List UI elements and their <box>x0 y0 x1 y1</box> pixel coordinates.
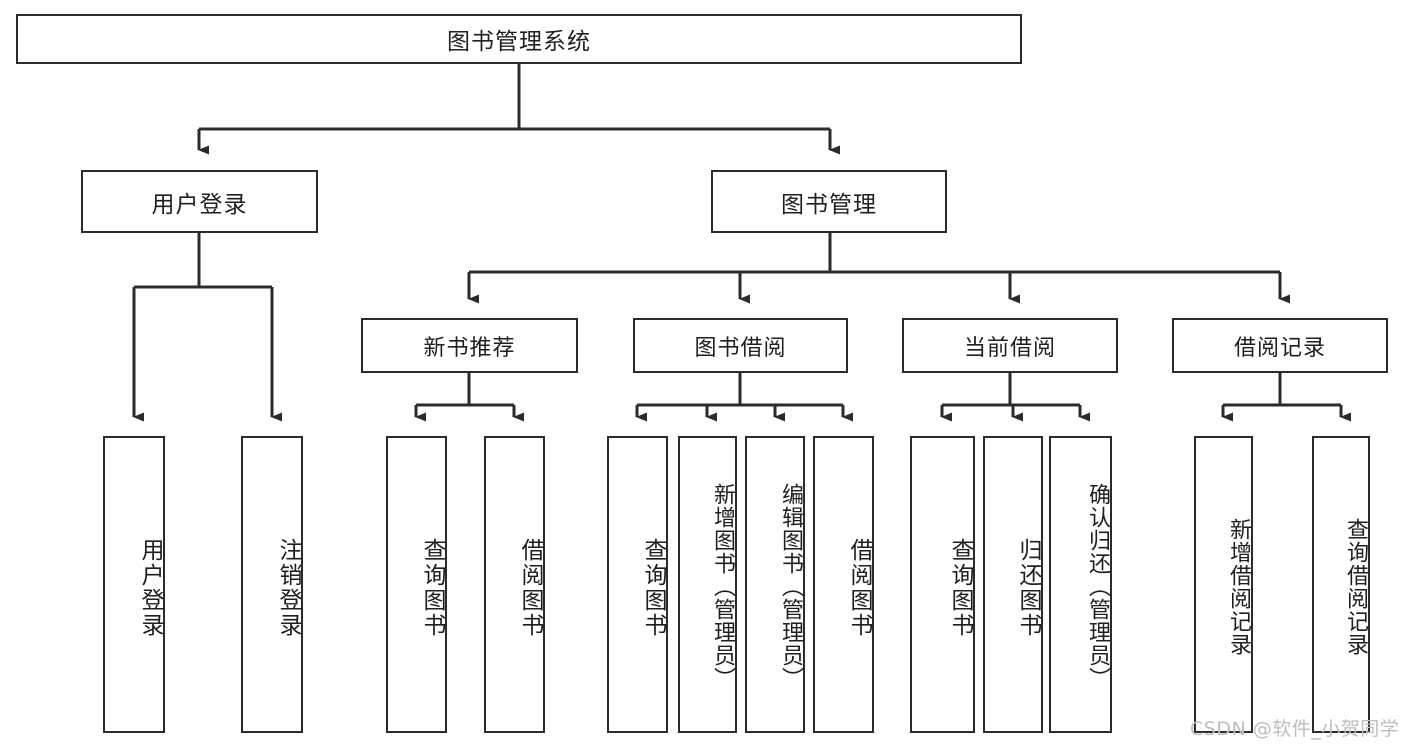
leaf-query-borrow-record[interactable]: 查询借阅记录 <box>1312 436 1370 733</box>
leaf-confirm-return-admin-label: 确认归还（管理员） <box>1085 483 1110 690</box>
leaf-borrow-book-2[interactable]: 借阅图书 <box>813 436 874 733</box>
leaf-query-book-3-label: 查询图书 <box>947 537 973 638</box>
leaf-add-book-admin[interactable]: 新增图书（管理员） <box>678 436 737 733</box>
leaf-query-book-1[interactable]: 查询图书 <box>386 436 447 733</box>
leaf-logout[interactable]: 注销登录 <box>241 436 303 733</box>
node-current-borrow-label: 当前借阅 <box>963 335 1056 361</box>
leaf-query-book-2-label: 查询图书 <box>640 537 666 638</box>
node-root-label: 图书管理系统 <box>447 29 591 55</box>
leaf-edit-book-admin-label: 编辑图书（管理员） <box>778 483 803 690</box>
node-book-borrow[interactable]: 图书借阅 <box>633 318 848 373</box>
leaf-add-borrow-record-label: 新增借阅记录 <box>1226 517 1251 656</box>
node-new-book-recommend[interactable]: 新书推荐 <box>361 318 578 373</box>
node-book-manage[interactable]: 图书管理 <box>711 170 947 233</box>
leaf-borrow-book-2-label: 借阅图书 <box>846 537 872 638</box>
leaf-edit-book-admin[interactable]: 编辑图书（管理员） <box>745 436 805 733</box>
csdn-watermark: CSDN @软件_小贺同学 <box>1190 718 1400 740</box>
node-user-login-label: 用户登录 <box>151 191 248 218</box>
leaf-query-book-2[interactable]: 查询图书 <box>607 436 668 733</box>
node-book-borrow-label: 图书借阅 <box>694 335 787 361</box>
leaf-return-book[interactable]: 归还图书 <box>983 436 1043 733</box>
node-new-book-recommend-label: 新书推荐 <box>423 335 516 361</box>
node-current-borrow[interactable]: 当前借阅 <box>902 318 1118 373</box>
leaf-logout-label: 注销登录 <box>275 537 301 638</box>
node-borrow-record[interactable]: 借阅记录 <box>1172 318 1388 373</box>
leaf-borrow-book-1[interactable]: 借阅图书 <box>484 436 545 733</box>
leaf-user-login[interactable]: 用户登录 <box>103 436 165 733</box>
leaf-borrow-book-1-label: 借阅图书 <box>517 537 543 638</box>
node-book-manage-label: 图书管理 <box>781 191 877 218</box>
leaf-return-book-label: 归还图书 <box>1015 537 1041 638</box>
node-borrow-record-label: 借阅记录 <box>1233 335 1326 361</box>
leaf-query-book-1-label: 查询图书 <box>419 537 445 638</box>
leaf-query-borrow-record-label: 查询借阅记录 <box>1343 517 1368 656</box>
node-user-login[interactable]: 用户登录 <box>81 170 318 233</box>
leaf-add-borrow-record[interactable]: 新增借阅记录 <box>1194 436 1253 733</box>
node-root[interactable]: 图书管理系统 <box>16 14 1022 64</box>
leaf-query-book-3[interactable]: 查询图书 <box>910 436 975 733</box>
leaf-user-login-label: 用户登录 <box>137 537 163 638</box>
leaf-confirm-return-admin[interactable]: 确认归还（管理员） <box>1049 436 1112 733</box>
leaf-add-book-admin-label: 新增图书（管理员） <box>710 483 735 690</box>
